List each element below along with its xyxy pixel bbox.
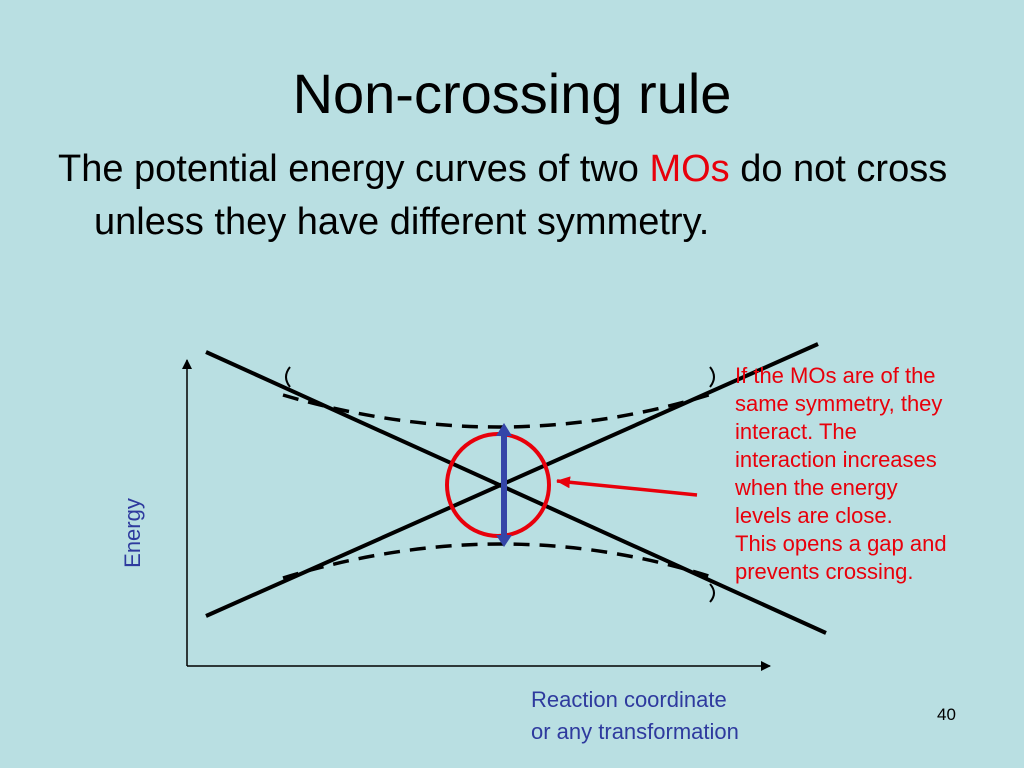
upper-right-bracket bbox=[709, 366, 715, 388]
annotation-line: interact. The bbox=[735, 419, 857, 444]
annotation-line: If the MOs are of the bbox=[735, 363, 936, 388]
x-axis-label-line2: or any transformation bbox=[531, 719, 739, 744]
annotation-line: same symmetry, they bbox=[735, 391, 943, 416]
bullet-text-start: The potential energy curves of two bbox=[58, 148, 650, 190]
x-axis-label: Reaction coordinate or any transformatio… bbox=[531, 684, 739, 748]
mos-highlight: MOs bbox=[649, 148, 730, 190]
crossing-line-descending bbox=[205, 350, 827, 635]
lower-avoided-curve bbox=[282, 542, 716, 580]
upper-left-bracket bbox=[285, 366, 291, 388]
annotation-line: prevents crossing. bbox=[735, 559, 914, 584]
annotation-line: This opens a gap and bbox=[735, 531, 947, 556]
energy-gap-arrowhead-top bbox=[496, 423, 512, 436]
x-axis-label-line1: Reaction coordinate bbox=[531, 687, 727, 712]
bullet-text-end: do not cross unless they have different … bbox=[94, 148, 948, 243]
annotation-line: when the energy bbox=[735, 475, 898, 500]
bullet-text: The potential energy curves of two MOs d… bbox=[58, 143, 994, 249]
energy-gap-arrowhead-bottom bbox=[496, 535, 512, 547]
annotation-pointer-arrow bbox=[556, 476, 698, 497]
upper-avoided-curve bbox=[282, 391, 716, 429]
lower-right-bracket bbox=[709, 583, 715, 603]
annotation-line: levels are close. bbox=[735, 503, 893, 528]
y-axis-label: Energy bbox=[120, 498, 145, 568]
annotation-line: interaction increases bbox=[735, 447, 937, 472]
page-number: 40 bbox=[937, 705, 956, 724]
page-title: Non-crossing rule bbox=[292, 62, 732, 125]
annotation-text: If the MOs are of the same symmetry, the… bbox=[735, 362, 1005, 586]
